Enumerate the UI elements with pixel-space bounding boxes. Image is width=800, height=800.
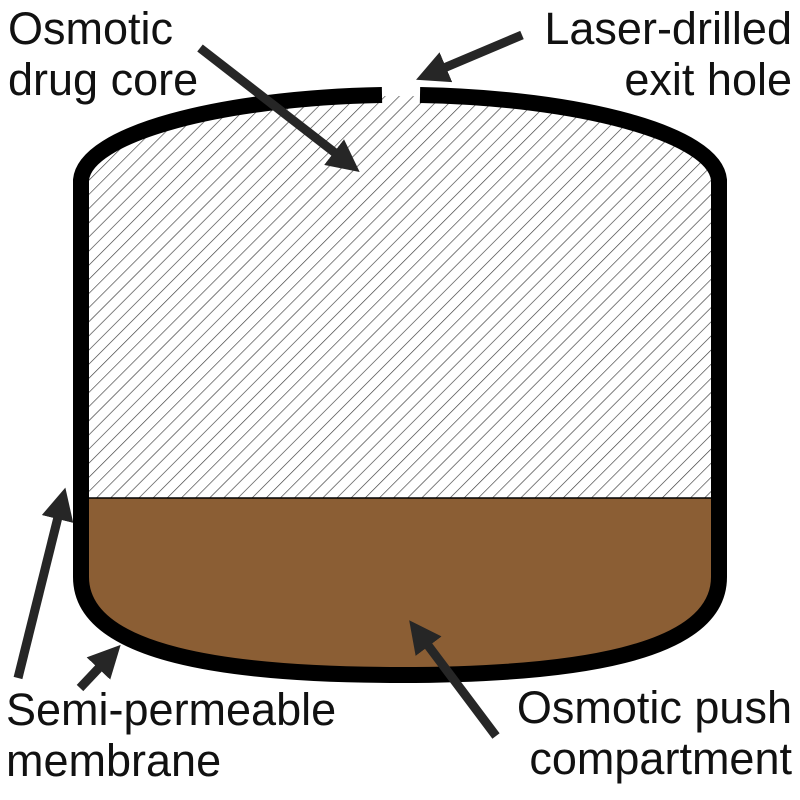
label-membrane-line2: membrane [6, 735, 222, 786]
push-compartment-region [81, 498, 719, 675]
label-drug-core-line1: Osmotic [8, 3, 174, 54]
label-drug-core: Osmotic drug core [8, 3, 198, 105]
label-exit-hole-line1: Laser-drilled [544, 3, 792, 54]
label-push-compartment-line2: compartment [529, 733, 792, 784]
label-push-compartment: Osmotic push compartment [517, 682, 792, 784]
arrow-push-compartment [409, 620, 500, 739]
arrow-exit-hole [416, 30, 524, 83]
drug-core-region [81, 96, 719, 498]
label-membrane-line1: Semi-permeable [6, 684, 337, 735]
label-membrane: Semi-permeable membrane [6, 684, 336, 786]
label-exit-hole: Laser-drilled exit hole [544, 3, 792, 105]
label-exit-hole-line2: exit hole [624, 54, 792, 105]
label-drug-core-line2: drug core [8, 54, 199, 105]
arrow-membrane-bottom [76, 644, 121, 692]
arrow-drug-core [197, 44, 360, 172]
arrow-membrane-side [13, 487, 74, 680]
label-push-compartment-line1: Osmotic push [516, 682, 792, 733]
membrane-outline [73, 87, 727, 684]
